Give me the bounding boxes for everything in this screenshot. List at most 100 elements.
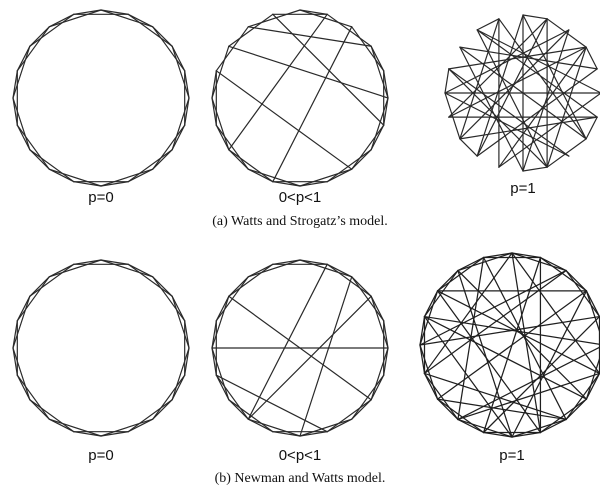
- edge-second-5: [370, 347, 389, 401]
- edge-second-16: [16, 26, 50, 72]
- edge-ring-17: [228, 276, 249, 297]
- label-ws-p0: p=0: [88, 189, 113, 206]
- edge-ring-13: [16, 374, 31, 401]
- edge-second-10: [247, 418, 301, 437]
- edge-shortcut-12: [457, 372, 600, 421]
- edge-ring-17: [436, 269, 459, 292]
- edge-second-17: [228, 13, 274, 47]
- edge-second-13: [12, 97, 31, 151]
- edge-lattice-6: [476, 18, 500, 31]
- edge-ring-15: [419, 315, 426, 346]
- edge-rewired-24: [476, 14, 524, 157]
- edge-ring-11: [457, 418, 485, 434]
- edge-rewired-3: [546, 46, 587, 168]
- edge-rewired-4: [228, 45, 389, 99]
- edge-ring-9: [299, 431, 328, 437]
- edge-second-10: [247, 168, 301, 187]
- edge-second-2: [351, 276, 385, 322]
- edge-rewired-17: [476, 29, 600, 94]
- edge-ring-14: [12, 347, 18, 376]
- edge-second-13: [12, 347, 31, 401]
- edge-ring-3: [171, 45, 186, 72]
- edge-ring-12: [29, 149, 50, 170]
- edge-second-17: [29, 13, 75, 47]
- edge-rewired-28: [459, 29, 570, 140]
- edge-shortcut-6: [436, 290, 600, 375]
- edge-rewired-15: [448, 46, 587, 70]
- edge-ring-6: [171, 124, 186, 151]
- edge-ring-15: [12, 320, 18, 349]
- edge-ring-11: [48, 168, 75, 183]
- edge-second-0: [100, 259, 154, 278]
- edge-second-1: [539, 256, 588, 292]
- edge-ring-13: [16, 124, 31, 151]
- edge-rewired-9: [522, 29, 570, 172]
- edge-second-2: [152, 26, 186, 72]
- edge-second-8: [511, 418, 567, 438]
- edge-rewired-18: [459, 18, 500, 140]
- edge-ring-2: [152, 26, 173, 47]
- edge-ring-16: [16, 45, 31, 72]
- edge-second-5: [585, 355, 600, 400]
- edge-second-3: [585, 290, 600, 335]
- edge-ring-2: [351, 276, 372, 297]
- edge-shortcut-4: [419, 315, 600, 346]
- caption-ws: (a) Watts and Strogatz’s model.: [212, 214, 388, 229]
- edge-ring-3: [370, 295, 385, 322]
- edge-shortcut-8: [482, 256, 567, 421]
- edge-second-17: [29, 263, 75, 297]
- edge-ring-13: [423, 372, 439, 400]
- edge-ring-2: [565, 269, 588, 292]
- edge-second-18: [48, 9, 102, 28]
- edge-second-16: [423, 269, 459, 318]
- edge-second-15: [12, 295, 31, 349]
- edge-lattice-5: [444, 68, 450, 94]
- edge-second-12: [16, 374, 50, 420]
- edge-second-8: [299, 168, 353, 187]
- edge-rewired-2: [272, 13, 385, 126]
- edge-ring-8: [539, 418, 567, 434]
- edge-second-15: [12, 45, 31, 99]
- edge-second-11: [228, 399, 274, 433]
- edge-second-11: [436, 398, 485, 434]
- edge-ring-18: [48, 263, 75, 278]
- edge-shortcut-5: [423, 315, 600, 345]
- edge-ring-12: [228, 149, 249, 170]
- edge-second-3: [171, 45, 190, 99]
- edge-second-10: [48, 418, 102, 437]
- edge-ring-15: [211, 70, 217, 99]
- edge-ring-11: [247, 168, 274, 183]
- edge-ring-3: [370, 45, 385, 72]
- edge-lattice-0: [522, 14, 548, 20]
- edge-second-13: [211, 347, 230, 401]
- edge-second-0: [299, 9, 353, 28]
- edge-second-13: [211, 97, 230, 151]
- edge-ring-18: [48, 13, 75, 28]
- edge-second-6: [152, 124, 186, 170]
- edge-ring-19: [272, 259, 301, 265]
- edge-ring-1: [127, 263, 154, 278]
- edge-second-7: [326, 149, 372, 183]
- edge-shortcut-7: [457, 269, 588, 400]
- edge-ring-3: [585, 290, 600, 318]
- edge-shortcut-23: [423, 372, 567, 421]
- edge-shortcut-18: [457, 269, 513, 438]
- edge-shortcut-16: [423, 315, 588, 400]
- edge-lattice-1: [585, 46, 598, 70]
- edge-ring-2: [152, 276, 173, 297]
- edge-second-18: [48, 259, 102, 278]
- edge-ring-16: [16, 295, 31, 322]
- edge-shortcut-24: [423, 315, 513, 438]
- edge-second-12: [215, 374, 249, 420]
- edge-ring-0: [299, 259, 328, 265]
- edge-ring-6: [585, 372, 600, 400]
- edge-second-7: [127, 399, 173, 433]
- edge-ring-16: [423, 290, 439, 318]
- edge-second-15: [211, 295, 230, 349]
- edge-shortcut-0: [511, 252, 542, 434]
- edge-ring-13: [215, 124, 230, 151]
- edge-ring-12: [228, 399, 249, 420]
- edge-lattice-2: [585, 116, 598, 140]
- edge-ring-13: [215, 374, 230, 401]
- edge-second-8: [100, 168, 154, 187]
